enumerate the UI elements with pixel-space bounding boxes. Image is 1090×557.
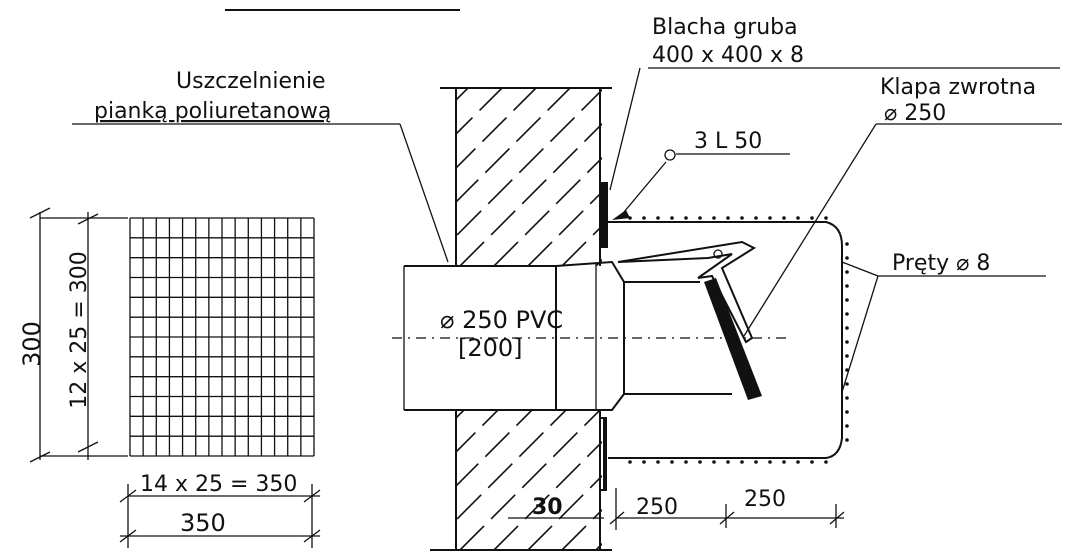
- bar-dot: [796, 216, 800, 220]
- wall-hatch-line: [698, 88, 876, 266]
- bar-dot: [845, 326, 849, 330]
- wall-hatch-line: [290, 410, 430, 550]
- wall-hatch-line: [527, 190, 602, 266]
- seal-label-2: pianką poliuretanową: [94, 99, 331, 124]
- wall-hatch-line: [456, 88, 537, 170]
- wall-dim-label: 30: [532, 495, 563, 520]
- wall-hatch-line: [561, 224, 602, 266]
- wall-section: [290, 87, 974, 551]
- pipe-label-1: ⌀ 250 PVC: [440, 306, 563, 334]
- mesh-dimensions: [29, 207, 321, 548]
- grid-height-formula: 12 x 25 = 300: [67, 251, 92, 408]
- wall-hatch-line: [834, 410, 974, 550]
- bar-dot: [845, 284, 849, 288]
- bar-dot: [845, 382, 849, 386]
- bottom-dimensions: [508, 488, 845, 530]
- bar-dot: [810, 460, 814, 464]
- wall-hatch-line: [493, 156, 602, 266]
- wall-hatch-line: [459, 410, 601, 550]
- wall-hatch-line: [800, 410, 940, 550]
- bar-dot: [845, 438, 849, 442]
- pipe-label-2: [200]: [458, 334, 523, 362]
- bar-dot: [845, 340, 849, 344]
- mesh-grid: [129, 217, 315, 457]
- bar-dot: [740, 216, 744, 220]
- dim-250-b: 250: [744, 487, 786, 512]
- angle-label: 3 L 50: [694, 129, 762, 154]
- wall-hatch-line: [698, 410, 838, 550]
- bar-dot: [845, 242, 849, 246]
- wall-hatch-line: [459, 122, 602, 266]
- bars-label: Pręty ⌀ 8: [892, 251, 990, 276]
- wall-hatch-line: [561, 508, 602, 550]
- bar-dot: [726, 460, 730, 464]
- wall-hatch-line: [664, 88, 842, 266]
- bar-dot: [845, 396, 849, 400]
- bar-dot: [845, 256, 849, 260]
- wall-hatch-line: [630, 88, 808, 266]
- bar-dot: [656, 460, 660, 464]
- wall-hatch-line: [456, 410, 567, 522]
- bar-dot: [754, 460, 758, 464]
- wall-hatch-line: [493, 440, 602, 550]
- wall-hatch-line: [595, 258, 602, 266]
- bar-dot: [684, 216, 688, 220]
- wall-hatch-line: [456, 88, 602, 238]
- pvc-pipe: [392, 260, 790, 411]
- wall-hatch-line: [527, 474, 602, 550]
- bar-dot: [712, 216, 716, 220]
- steel-plate: [599, 182, 608, 491]
- bar-dot: [726, 216, 730, 220]
- bar-dot: [754, 216, 758, 220]
- wall-hatch-line: [630, 410, 770, 550]
- wall-hatch-line: [766, 410, 906, 550]
- leader-lines: [72, 67, 1062, 393]
- bar-cage: [608, 216, 849, 464]
- flap-label-1: Klapa zwrotna: [880, 75, 1036, 100]
- wall-hatch-line: [456, 88, 571, 204]
- bar-dot: [845, 354, 849, 358]
- bar-dot: [642, 460, 646, 464]
- seal-label-1: Uszczelnienie: [176, 69, 326, 94]
- bar-dot: [698, 216, 702, 220]
- bar-dot: [656, 216, 660, 220]
- wall-hatch-line: [456, 410, 533, 488]
- bar-dot: [796, 460, 800, 464]
- bar-dot: [824, 460, 828, 464]
- wall-hatch-line: [664, 410, 804, 550]
- bar-dot: [810, 216, 814, 220]
- grid-height-total: 300: [18, 321, 46, 367]
- wall-hatch-line: [456, 410, 499, 454]
- flap-valve: [617, 240, 762, 400]
- dim-250-a: 250: [636, 495, 678, 520]
- plate-label-2: 400 x 400 x 8: [652, 43, 804, 68]
- grid-width-formula: 14 x 25 = 350: [140, 472, 297, 497]
- bar-dot: [712, 460, 716, 464]
- bar-dot: [768, 216, 772, 220]
- bar-dot: [698, 460, 702, 464]
- grid-width-total: 350: [180, 509, 226, 537]
- bar-dot: [845, 270, 849, 274]
- flap-label-2: ⌀ 250: [884, 101, 946, 126]
- bar-dot: [845, 298, 849, 302]
- plate-label-1: Blacha gruba: [652, 15, 798, 40]
- bar-dot: [670, 216, 674, 220]
- wall-hatch-line: [456, 88, 503, 136]
- bar-dot: [824, 216, 828, 220]
- bar-dot: [845, 424, 849, 428]
- bar-dot: [845, 410, 849, 414]
- bar-dot: [768, 460, 772, 464]
- bar-dot: [782, 216, 786, 220]
- bar-dot: [670, 460, 674, 464]
- bar-dot: [845, 312, 849, 316]
- wall-hatch-line: [732, 410, 872, 550]
- bar-dot: [782, 460, 786, 464]
- bar-dot: [628, 460, 632, 464]
- bar-dot: [642, 216, 646, 220]
- wall-hatch-line: [456, 410, 465, 420]
- bar-dot: [684, 460, 688, 464]
- wall-hatch-line: [595, 542, 602, 550]
- bar-dot: [740, 460, 744, 464]
